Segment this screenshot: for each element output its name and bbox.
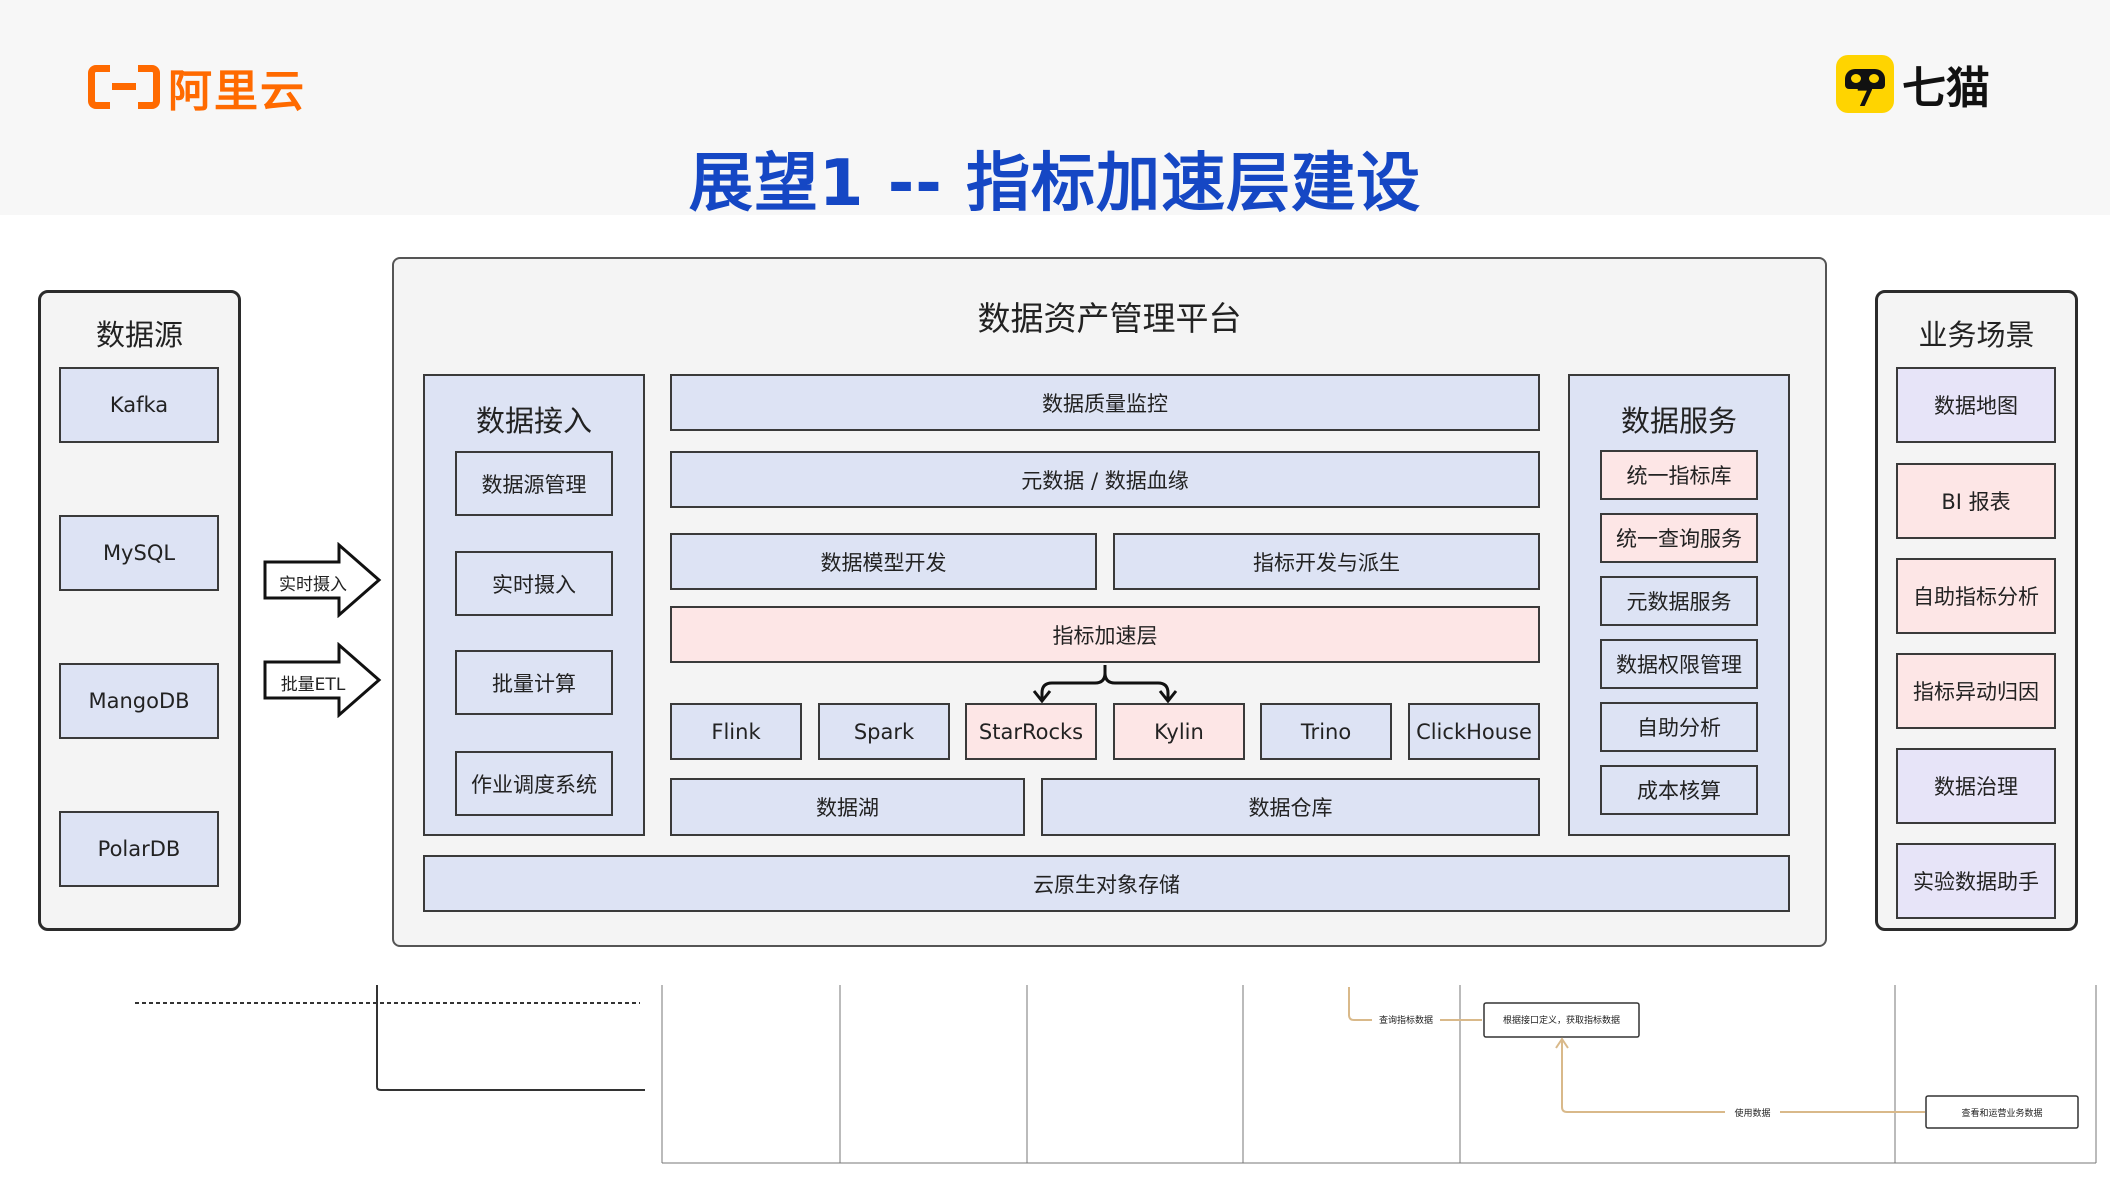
flow-label-query-metric: 查询指标数据 xyxy=(1378,1016,1433,1026)
realtime-arrow-label: 实时摄入 xyxy=(279,575,347,595)
aliyun-logo-text: 阿里云 xyxy=(168,66,306,117)
business-item-governance: 数据治理 xyxy=(1896,748,2056,824)
cloud-object-storage-box: 云原生对象存储 xyxy=(423,855,1790,912)
ingest-item-scheduler: 作业调度系统 xyxy=(455,751,613,816)
swimlane-fragment xyxy=(135,985,2097,1164)
aliyun-logo: 阿里云 xyxy=(88,55,306,119)
engine-kylin: Kylin xyxy=(1113,703,1245,760)
flow-box-view-ops: 查看和运营业务数据 xyxy=(1961,1109,2043,1119)
engine-trino: Trino xyxy=(1260,703,1392,760)
business-item-anomaly: 指标异动归因 xyxy=(1896,653,2056,729)
service-item-unified-metrics: 统一指标库 xyxy=(1600,450,1758,500)
accel-bracket-connector xyxy=(1032,665,1178,703)
business-item-data-map: 数据地图 xyxy=(1896,367,2056,443)
engine-clickhouse: ClickHouse xyxy=(1408,703,1540,760)
ingest-item-source-mgmt: 数据源管理 xyxy=(455,451,613,516)
flow-box-fetch-by-api: 根据接口定义，获取指标数据 xyxy=(1502,1016,1620,1026)
data-source-item-mysql: MySQL xyxy=(59,515,219,591)
platform-title: 数据资产管理平台 xyxy=(977,299,1242,338)
qimao-cat-icon: 7 xyxy=(1836,55,1894,113)
engine-starrocks: StarRocks xyxy=(965,703,1097,760)
metric-acceleration-layer-box: 指标加速层 xyxy=(670,606,1540,663)
data-source-title: 数据源 xyxy=(95,318,183,352)
quality-monitor-box: 数据质量监控 xyxy=(670,374,1540,431)
service-item-metadata: 元数据服务 xyxy=(1600,576,1758,626)
metric-development-box: 指标开发与派生 xyxy=(1113,533,1540,590)
aliyun-mark-icon xyxy=(88,65,160,109)
data-source-item-polardb: PolarDB xyxy=(59,811,219,887)
ingest-item-realtime: 实时摄入 xyxy=(455,551,613,616)
business-item-bi-report: BI 报表 xyxy=(1896,463,2056,539)
realtime-arrow-icon xyxy=(263,542,382,618)
engine-spark: Spark xyxy=(818,703,950,760)
metadata-lineage-box: 元数据 / 数据血缘 xyxy=(670,451,1540,508)
batch-etl-arrow-icon xyxy=(263,642,382,718)
qimao-logo: 7 七猫 xyxy=(1836,52,1990,116)
flow-label-use-data: 使用数据 xyxy=(1734,1109,1771,1119)
data-warehouse-box: 数据仓库 xyxy=(1041,778,1540,836)
qimao-logo-text: 七猫 xyxy=(1902,63,1990,114)
data-modeling-box: 数据模型开发 xyxy=(670,533,1097,590)
batch-etl-arrow-label: 批量ETL xyxy=(280,675,346,695)
service-item-permission: 数据权限管理 xyxy=(1600,639,1758,689)
ingest-item-batch: 批量计算 xyxy=(455,650,613,715)
data-source-item-kafka: Kafka xyxy=(59,367,219,443)
data-lake-box: 数据湖 xyxy=(670,778,1025,836)
page-title: 展望1 -- 指标加速层建设 xyxy=(688,147,1422,221)
ingest-title: 数据接入 xyxy=(475,404,592,438)
business-item-self-metric: 自助指标分析 xyxy=(1896,558,2056,634)
service-title: 数据服务 xyxy=(1620,404,1737,438)
service-item-self-analysis: 自助分析 xyxy=(1600,702,1758,752)
service-item-cost: 成本核算 xyxy=(1600,765,1758,815)
business-title: 业务场景 xyxy=(1918,318,2035,352)
business-item-experiment: 实验数据助手 xyxy=(1896,843,2056,919)
header-band xyxy=(0,0,2110,215)
service-item-unified-query: 统一查询服务 xyxy=(1600,513,1758,563)
data-source-item-mangodb: MangoDB xyxy=(59,663,219,739)
engine-flink: Flink xyxy=(670,703,802,760)
